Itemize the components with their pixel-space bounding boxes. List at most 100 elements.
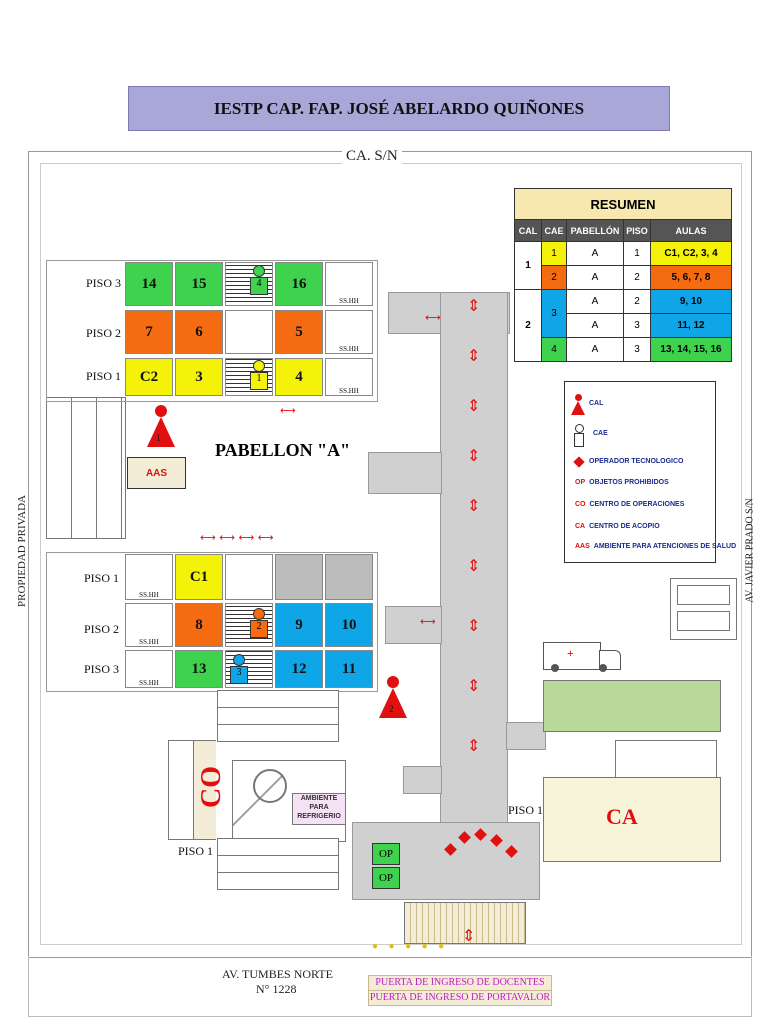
room-4: 4 [275, 358, 323, 396]
gate-docentes: PUERTA DE INGRESO DE DOCENTES [368, 975, 552, 991]
legend-cal-icon [571, 394, 585, 416]
ss-label: SS.HH [139, 591, 159, 599]
legend-cae: CAE [593, 430, 608, 437]
resumen-header-cae: CAE [541, 219, 567, 242]
pavilion-label: PABELLON "A" [215, 440, 351, 460]
resumen-aulas: 13, 14, 15, 16 [650, 337, 732, 362]
room-7: 7 [125, 310, 173, 354]
aas-box: AAS [127, 457, 186, 489]
arrow-main-6: ⇕ [467, 556, 481, 575]
upper-floor-3: PISO 3 [86, 276, 122, 290]
resumen-table: RESUMEN CAL CAE PABELLÓN PISO AULAS 1 1 … [514, 188, 732, 362]
room-gray-1 [275, 554, 323, 600]
room-c2: C2 [125, 358, 173, 396]
cae-number: 2 [250, 620, 268, 638]
resumen-piso: 3 [623, 313, 651, 338]
ss-hh-upper-3: SS.HH [325, 262, 373, 306]
legend-op-code: OP [575, 479, 586, 486]
street-bottom-1: AV. TUMBES NORTE [222, 967, 333, 981]
ss-hh-lower-2: SS.HH [125, 603, 173, 647]
arrow-lower-walk: ⟷ [420, 615, 436, 628]
lower-floor-2: PISO 2 [84, 622, 120, 636]
room-14: 14 [125, 262, 173, 306]
ss-hh-lower-3: SS.HH [125, 650, 173, 688]
cae-marker-3: 3 [230, 654, 248, 684]
structure-lower-a [217, 690, 339, 742]
room-15: 15 [175, 262, 223, 306]
room-9: 9 [275, 603, 323, 647]
ca-label: CA [606, 804, 638, 829]
street-right: AV. JAVIER PRADO S/N [744, 498, 756, 603]
walkway-right [506, 722, 546, 750]
resumen-pab: A [566, 337, 624, 362]
legend-operator-icon [573, 456, 585, 468]
room-12: 12 [275, 650, 323, 688]
walkway-lower [385, 606, 442, 644]
ss-hh-lower-1: SS.HH [125, 554, 173, 600]
legend-aas-text: AMBIENTE PARA ATENCIONES DE SALUD [593, 543, 737, 550]
arrow-lower-corridor: ⟷ ⟷ ⟷ ⟷ [200, 531, 274, 544]
cae-marker-2: 2 [250, 608, 268, 638]
room-5: 5 [275, 310, 323, 354]
room-gray-2 [325, 554, 373, 600]
op-label: OP [378, 872, 394, 884]
resumen-piso: 1 [623, 241, 651, 266]
room-16: 16 [275, 262, 323, 306]
walkway-main [440, 292, 508, 824]
cae-marker-1: 1 [250, 360, 268, 390]
lower-floor-3: PISO 3 [84, 662, 120, 676]
ss-label: SS.HH [339, 387, 359, 395]
resumen-piso: 3 [623, 337, 651, 362]
cal-number: 2 [389, 704, 394, 714]
cae-number: 4 [250, 277, 268, 295]
footprints: ● ● ● ● ● [372, 941, 449, 952]
ca-building: CA [543, 777, 721, 862]
resumen-table-wrap: RESUMEN CAL CAE PABELLÓN PISO AULAS 1 1 … [514, 188, 732, 362]
resumen-cae-1: 1 [541, 241, 567, 266]
arrow-gate: ⇕ [462, 926, 476, 945]
arrow-main-8: ⇕ [467, 676, 481, 695]
stairs-upper-2 [225, 310, 273, 354]
street-left: PROPIEDAD PRIVADA [16, 495, 28, 607]
legend-ca-code: CA [575, 523, 586, 530]
cal-marker-2: 2 [378, 676, 408, 721]
upper-floor-1: PISO 1 [86, 369, 122, 383]
resumen-piso: 2 [623, 265, 651, 290]
resumen-pab: A [566, 289, 624, 314]
cae-number: 3 [230, 666, 248, 684]
room-10: 10 [325, 603, 373, 647]
arrow-main-2: ⇕ [467, 346, 481, 365]
resumen-header-aulas: AULAS [650, 219, 732, 242]
resumen-pab: A [566, 241, 624, 266]
resumen-title: RESUMEN [514, 188, 732, 220]
room-13: 13 [175, 650, 223, 688]
room-c1: C1 [175, 554, 223, 600]
street-bottom-2: N° 1228 [256, 982, 297, 996]
resumen-piso: 2 [623, 289, 651, 314]
arrow-main-3: ⇕ [467, 396, 481, 415]
entrance-gate [404, 902, 526, 944]
resumen-aulas: 9, 10 [650, 289, 732, 314]
refrigerio-label: AMBIENTE PARA REFRIGERIO [292, 793, 346, 825]
legend-co-code: CO [575, 501, 586, 508]
arrow-main-5: ⇕ [467, 496, 481, 515]
resumen-aulas: C1, C2, 3, 4 [650, 241, 732, 266]
walkway-middle [368, 452, 442, 494]
resumen-header-cal: CAL [514, 219, 542, 242]
op-box-2: OP [372, 867, 400, 889]
bottom-street-box [28, 956, 752, 1017]
lower-left-floor-1: PISO 1 [178, 844, 214, 858]
arrow-main-1: ⇕ [467, 296, 481, 315]
room-3: 3 [175, 358, 223, 396]
ss-label: SS.HH [339, 345, 359, 353]
lower-floor-1: PISO 1 [84, 571, 120, 585]
cal-number: 1 [156, 433, 161, 443]
op-box-1: OP [372, 843, 400, 865]
resumen-aulas: 5, 6, 7, 8 [650, 265, 732, 290]
legend-ca-text: CENTRO DE ACOPIO [589, 523, 660, 530]
title-banner: IESTP CAP. FAP. JOSÉ ABELARDO QUIÑONES [128, 86, 670, 131]
legend-co-text: CENTRO DE OPERACIONES [589, 501, 685, 508]
